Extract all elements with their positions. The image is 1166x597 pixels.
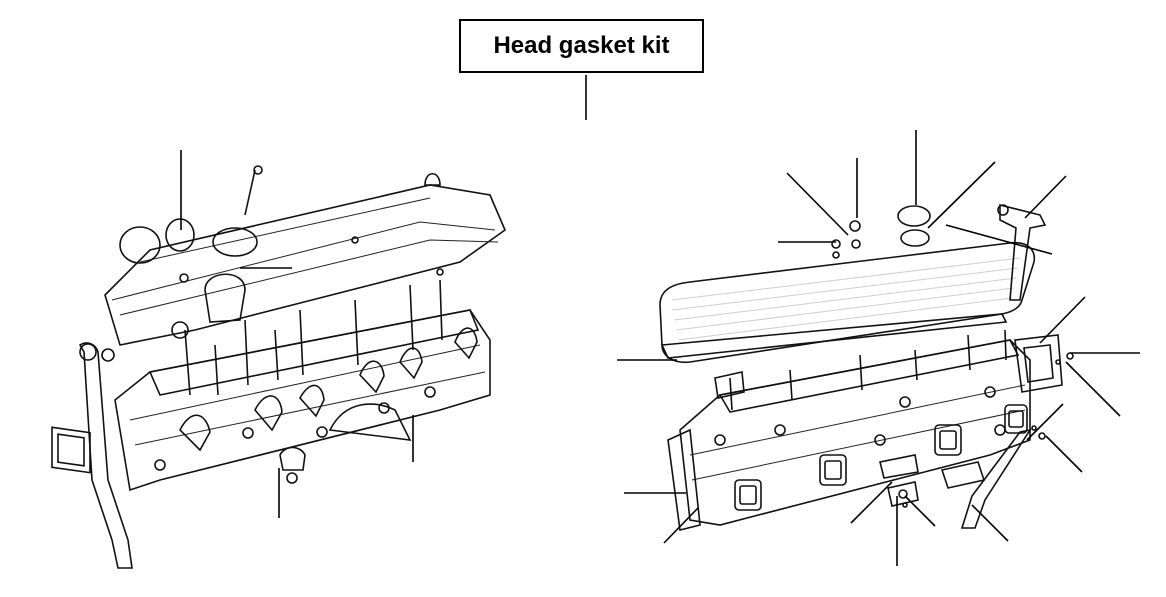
right-rear-gasket (1014, 334, 1063, 393)
left-leader-lines (180, 150, 414, 518)
left-filler-cap (119, 226, 161, 264)
right-thermostat (714, 371, 745, 399)
title-box: Head gasket kit (459, 19, 704, 73)
diagram-title: Head gasket kit (493, 32, 670, 59)
right-cylinder-head (679, 339, 1031, 526)
left-filler-ring (212, 227, 258, 257)
right-front-plate (667, 428, 701, 531)
left-engine-assembly (51, 165, 506, 569)
left-filler-neck (204, 273, 246, 323)
right-leader-lines (617, 130, 1140, 566)
left-thermostat (279, 446, 306, 471)
left-water-pipe (78, 342, 133, 569)
right-engine-assembly (659, 203, 1074, 531)
left-filler-gear (165, 218, 195, 252)
right-filler-cap (897, 205, 931, 227)
right-outlet-pipe (960, 428, 1032, 529)
right-breather-pipe (999, 203, 1047, 301)
left-rocker-cover (104, 184, 506, 346)
right-small-gasket (879, 454, 919, 479)
